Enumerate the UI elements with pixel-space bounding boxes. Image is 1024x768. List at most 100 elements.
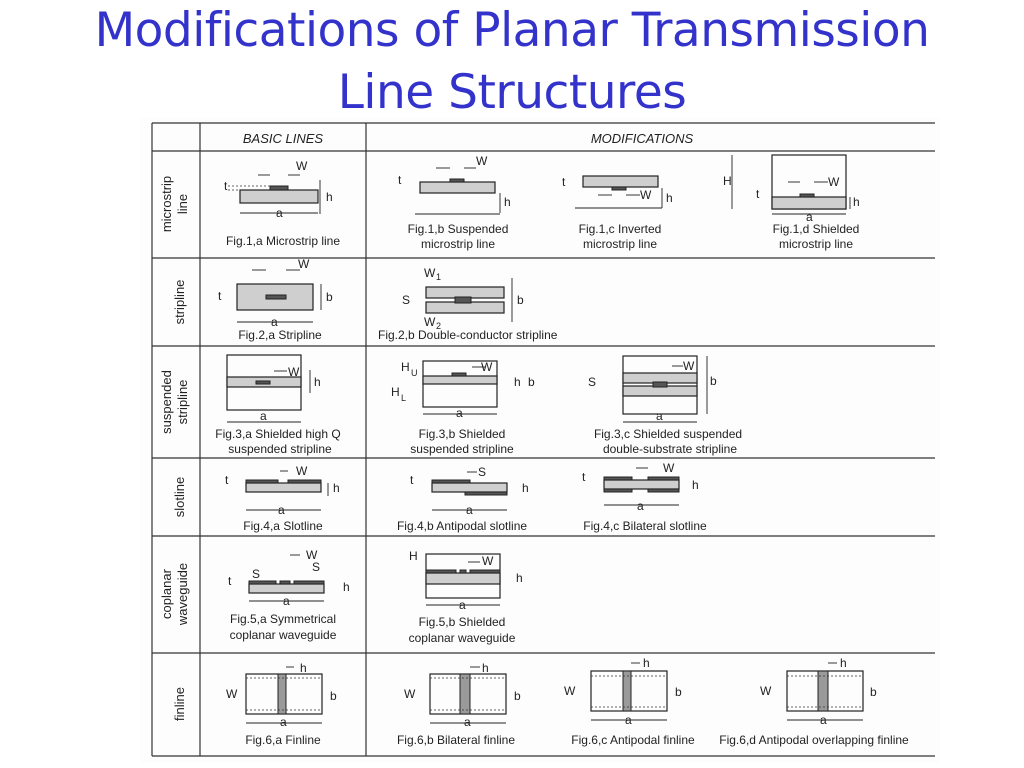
svg-text:a: a [278, 503, 285, 517]
svg-text:S: S [252, 567, 260, 581]
caption-fig-1c-line-2: microstrip line [583, 237, 657, 251]
caption-fig-5a-line-1: Fig.5,a Symmetrical [230, 612, 336, 626]
svg-text:h: h [666, 191, 673, 205]
caption-fig-5b-line-2: coplanar waveguide [409, 631, 516, 645]
svg-text:a: a [464, 715, 471, 729]
fig-6b-diagram: W h b a [404, 661, 521, 729]
fig-2a-diagram: t W b a [218, 257, 333, 329]
row-label-finline: finline [172, 687, 187, 721]
header-modifications: MODIFICATIONS [591, 131, 694, 146]
svg-text:h: h [482, 661, 489, 675]
svg-text:t: t [224, 179, 228, 193]
caption-fig-6d: Fig.6,d Antipodal overlapping finline [719, 733, 909, 747]
structures-table-diagram: BASIC LINES MODIFICATIONS microstrip lin… [151, 122, 935, 757]
svg-text:a: a [656, 409, 663, 423]
svg-text:b: b [326, 290, 333, 304]
fig-1a-diagram: t W h a [224, 159, 333, 220]
svg-text:H: H [723, 174, 732, 188]
svg-text:W: W [482, 554, 494, 568]
svg-text:t: t [562, 175, 566, 189]
svg-text:W: W [683, 359, 695, 373]
svg-text:b: b [514, 689, 521, 703]
svg-text:h: h [692, 478, 699, 492]
caption-fig-3a-line-1: Fig.3,a Shielded high Q [215, 427, 340, 441]
svg-text:h: h [853, 195, 860, 209]
svg-text:W: W [476, 154, 488, 168]
svg-text:W: W [424, 315, 436, 329]
caption-fig-4b: Fig.4,b Antipodal slotline [397, 519, 527, 533]
fig-6a-diagram: W h b a [226, 661, 337, 729]
fig-5b-diagram: H W h a [409, 549, 523, 612]
svg-text:S: S [588, 375, 596, 389]
caption-fig-1d-line-2: microstrip line [779, 237, 853, 251]
caption-fig-1a: Fig.1,a Microstrip line [226, 234, 340, 248]
svg-text:S: S [478, 465, 486, 479]
row-label-microstrip-line: line [175, 194, 190, 214]
caption-fig-6c: Fig.6,c Antipodal finline [571, 733, 695, 747]
caption-fig-2b: Fig.2,b Double-conductor stripline [378, 328, 558, 342]
svg-text:t: t [228, 574, 232, 588]
svg-text:a: a [283, 594, 290, 608]
svg-text:W: W [226, 687, 238, 701]
row-label-suspended: suspended [159, 370, 174, 434]
caption-fig-5a-line-2: coplanar waveguide [230, 628, 337, 642]
svg-text:b: b [870, 685, 877, 699]
svg-text:h: h [300, 661, 307, 675]
svg-text:t: t [410, 473, 414, 487]
caption-fig-3a-line-2: suspended stripline [228, 442, 332, 456]
svg-text:t: t [398, 173, 402, 187]
caption-fig-4a: Fig.4,a Slotline [243, 519, 323, 533]
caption-fig-2a: Fig.2,a Stripline [238, 328, 322, 342]
row-label-microstrip: microstrip [159, 176, 174, 232]
svg-text:a: a [260, 409, 267, 423]
svg-text:h: h [643, 656, 650, 670]
svg-text:a: a [637, 499, 644, 513]
caption-fig-3c-line-2: double-substrate stripline [603, 442, 737, 456]
svg-text:a: a [625, 713, 632, 727]
svg-text:b: b [710, 374, 717, 388]
fig-3b-diagram: H U H L W h b a [391, 360, 535, 420]
svg-text:a: a [806, 210, 813, 224]
svg-text:h: h [314, 375, 321, 389]
caption-fig-1b-line-1: Fig.1,b Suspended [408, 222, 509, 236]
svg-text:a: a [276, 206, 283, 220]
svg-text:W: W [564, 684, 576, 698]
fig-1d-diagram: H t W h a [723, 154, 860, 224]
fig-3c-diagram: S W b a [588, 355, 717, 423]
caption-fig-3b-line-2: suspended stripline [410, 442, 514, 456]
svg-text:h: h [522, 481, 529, 495]
fig-1c-diagram: t W h [562, 175, 673, 209]
svg-text:h: h [514, 375, 521, 389]
svg-text:W: W [760, 684, 772, 698]
svg-text:U: U [411, 368, 418, 378]
svg-text:W: W [296, 464, 308, 478]
svg-text:S: S [402, 293, 410, 307]
slide-title: Modifications of Planar Transmission Lin… [0, 0, 1024, 124]
svg-text:t: t [756, 187, 760, 201]
svg-text:W: W [828, 175, 840, 189]
svg-text:W: W [298, 257, 310, 271]
svg-text:h: h [326, 190, 333, 204]
svg-text:L: L [401, 393, 406, 403]
svg-text:a: a [271, 315, 278, 329]
svg-text:a: a [820, 713, 827, 727]
structures-figure: BASIC LINES MODIFICATIONS microstrip lin… [140, 118, 940, 763]
svg-text:S: S [312, 560, 320, 574]
fig-4c-diagram: t W h a [582, 461, 699, 513]
caption-fig-6a: Fig.6,a Finline [245, 733, 321, 747]
svg-text:2: 2 [436, 321, 441, 331]
fig-1b-diagram: t W h [398, 154, 511, 215]
svg-text:t: t [225, 473, 229, 487]
svg-text:h: h [504, 195, 511, 209]
table-grid [151, 122, 935, 757]
caption-fig-5b-line-1: Fig.5,b Shielded [419, 615, 506, 629]
caption-fig-3b-line-1: Fig.3,b Shielded [419, 427, 506, 441]
svg-text:W: W [481, 360, 493, 374]
fig-2b-diagram: S W 1 W 2 b [402, 266, 524, 331]
svg-text:t: t [582, 470, 586, 484]
fig-4b-diagram: t S h a [410, 465, 529, 517]
caption-fig-6b: Fig.6,b Bilateral finline [397, 733, 515, 747]
svg-text:H: H [391, 385, 400, 399]
svg-text:1: 1 [436, 272, 441, 282]
svg-text:b: b [330, 689, 337, 703]
